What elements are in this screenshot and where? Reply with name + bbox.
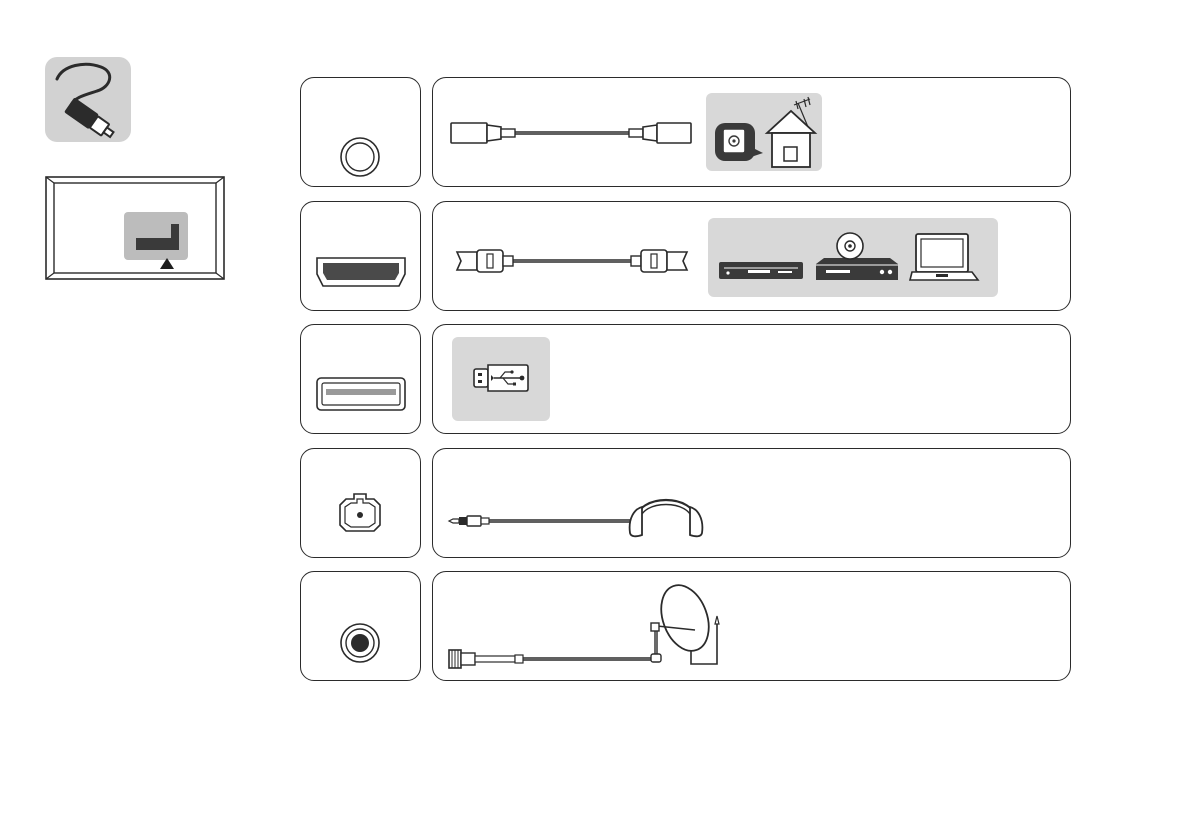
usb-port-card [300,324,421,434]
audio-jack-cable-icon [447,511,637,531]
antenna-cable-card [432,77,1071,187]
connection-icon-tile [45,57,131,142]
dvd-player-icon [814,232,900,282]
hdmi-port-icon [301,202,422,312]
satellite-dish-icon [643,580,723,670]
headphones-icon [626,483,706,539]
coaxial-cable-icon [449,118,694,148]
antenna-devices-panel [706,93,822,171]
hdmi-cable-card [432,201,1071,311]
set-top-box-icon [718,261,804,281]
house-antenna-icon [764,97,820,169]
usb-devices-panel [452,337,550,421]
wall-socket-icon [713,121,765,165]
headphone-port-card [300,448,421,558]
usb-port-icon [301,325,422,435]
hdmi-cable-icon [455,246,691,276]
satellite-cable-card [432,571,1071,681]
usb-device-card [432,324,1071,434]
antenna-port-icon [301,78,422,188]
headphone-cable-card [432,448,1071,558]
hdmi-port-card [300,201,421,311]
antenna-port-card [300,77,421,187]
tv-rear-panel-icon [45,176,225,280]
hdmi-devices-panel [708,218,998,297]
satellite-port-icon [301,572,422,682]
usb-stick-icon [472,363,530,393]
headphone-jack-icon [301,449,422,559]
laptop-icon [908,232,980,282]
tv-rear-panel [45,176,225,280]
f-connector-cable-icon [447,646,657,672]
cable-plug-icon [45,57,131,142]
satellite-port-card [300,571,421,681]
